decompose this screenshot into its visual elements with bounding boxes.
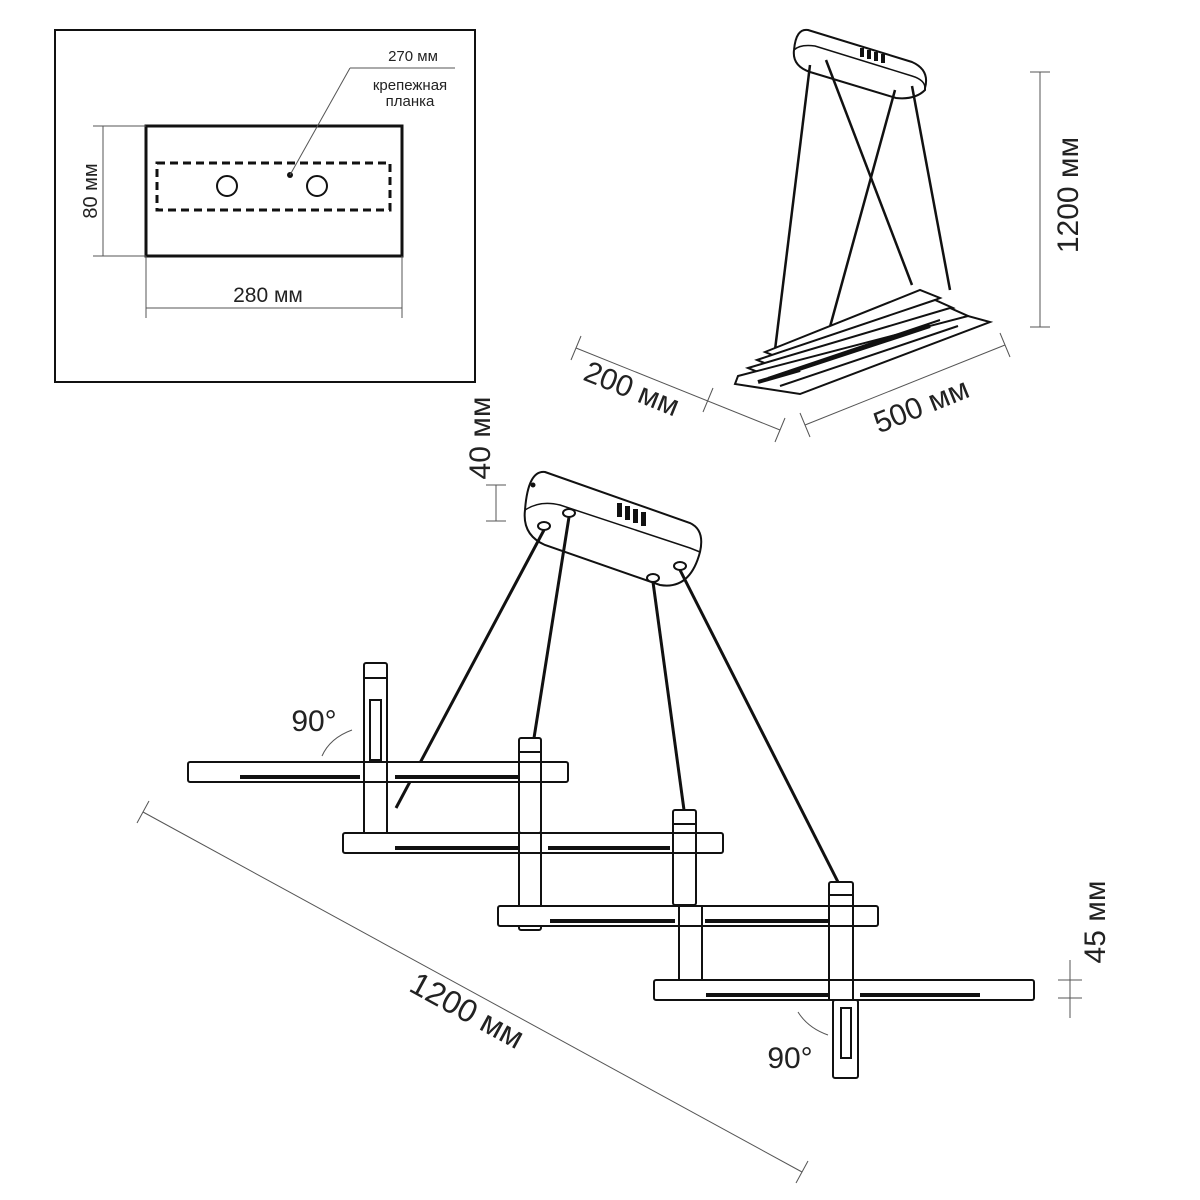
- vertical-posts: [363, 662, 859, 1079]
- small-canopy-top-edge: [793, 44, 926, 89]
- large-canopy-vents: [617, 503, 646, 526]
- overall-depth-tick-1: [570, 335, 582, 361]
- detail-cable-4: [678, 569, 840, 883]
- diagonal-length-tick-2: [795, 1160, 809, 1184]
- plate-view-frame: [54, 29, 476, 383]
- large-canopy: [523, 470, 703, 587]
- mounting-bracket-dashed: [155, 161, 392, 212]
- diagonal-length-dim-line: [142, 811, 803, 1173]
- diagonal-length-label: 1200 мм: [404, 965, 530, 1056]
- small-panel-stack: [733, 288, 994, 396]
- detail-cable-2: [532, 516, 571, 739]
- small-cable-2: [824, 59, 914, 286]
- overall-height-label: 1200 мм: [1052, 137, 1085, 253]
- plate-width-label: 280 мм: [233, 284, 303, 307]
- rotation-arc-top: [321, 729, 353, 757]
- small-canopy-vents: [860, 48, 885, 63]
- overall-length-label: 500 мм: [869, 372, 974, 440]
- small-canopy: [792, 28, 928, 100]
- bracket-length-label: 270 мм: [388, 48, 438, 65]
- panel-thickness-label: 45 мм: [1079, 881, 1112, 964]
- detail-cable-3: [651, 581, 686, 811]
- overall-depth-label: 200 мм: [579, 355, 684, 423]
- canopy-height-label: 40 мм: [464, 397, 497, 480]
- bracket-caption-line2: планка: [386, 93, 435, 110]
- post-second: [518, 737, 542, 834]
- post-fourth: [672, 809, 697, 906]
- overall-depth-dim-line: [575, 347, 781, 431]
- small-cable-3: [823, 89, 897, 346]
- panel-1: [187, 761, 569, 783]
- post-fifth: [678, 917, 703, 984]
- overall-view: 1200 мм 200 мм 500 мм: [570, 28, 1085, 443]
- rotation-angle-bottom-label: 90°: [767, 1042, 812, 1075]
- detail-view: 40 мм: [136, 397, 1112, 1184]
- overall-length-dim-line: [804, 344, 1006, 426]
- plate-height-label: 80 мм: [80, 163, 102, 218]
- post-bottom-right: [832, 999, 859, 1079]
- bracket-hole-left: [216, 175, 238, 197]
- overall-length-tick-1: [799, 412, 811, 438]
- bracket-leader-line: [289, 67, 351, 176]
- overall-length-tick-2: [999, 332, 1011, 358]
- panel-4: [653, 979, 1035, 1001]
- post-sixth: [828, 881, 854, 983]
- mounting-plate: [144, 124, 404, 258]
- panel-3: [497, 905, 879, 927]
- small-cable-1: [772, 64, 812, 359]
- overall-depth-tick-mid: [702, 387, 714, 413]
- diagonal-length-tick-1: [136, 800, 150, 824]
- mounting-plate-view: 270 мм крепежная планка 80 мм 280 мм: [54, 29, 476, 383]
- panel-2: [342, 832, 724, 854]
- bracket-caption-line1: крепежная: [373, 77, 447, 94]
- small-cable-4: [910, 85, 952, 291]
- overall-depth-tick-2: [774, 417, 786, 443]
- rotation-arc-bottom: [797, 1011, 829, 1036]
- bracket-hole-right: [306, 175, 328, 197]
- post-top-left: [363, 662, 388, 839]
- rotation-angle-top-label: 90°: [291, 705, 336, 738]
